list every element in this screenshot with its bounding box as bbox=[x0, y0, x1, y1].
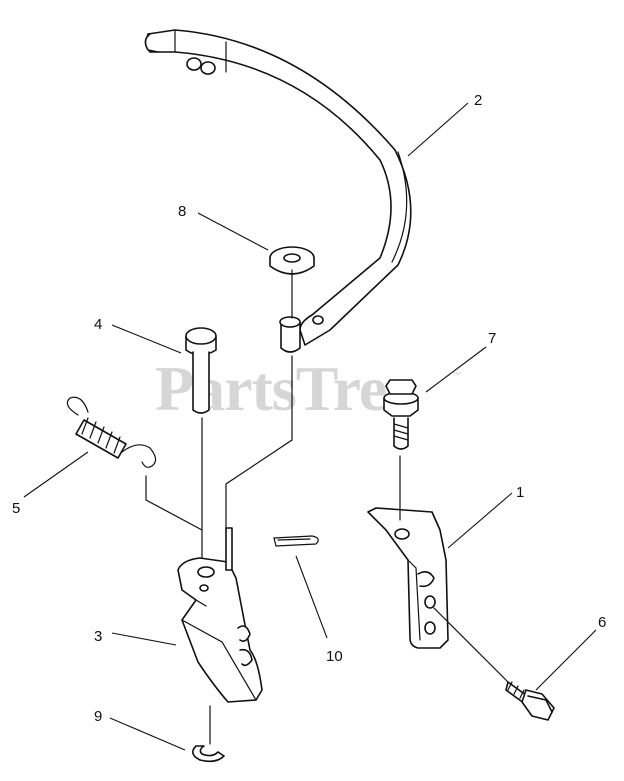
cotter-pin bbox=[273, 535, 319, 547]
hex-screw-upper bbox=[383, 379, 419, 450]
callout-6: 6 bbox=[598, 614, 606, 631]
callout-4: 4 bbox=[94, 316, 102, 333]
callout-labels: 1 2 3 4 5 6 7 8 9 10 bbox=[12, 92, 606, 725]
callout-3: 3 bbox=[94, 628, 102, 645]
callout-1: 1 bbox=[516, 484, 524, 501]
e-ring bbox=[192, 745, 225, 763]
clevis-pin bbox=[185, 327, 217, 414]
extension-spring bbox=[66, 396, 157, 468]
callout-8: 8 bbox=[178, 203, 186, 220]
brake-band bbox=[144, 29, 412, 346]
callout-9: 9 bbox=[94, 708, 102, 725]
callout-5: 5 bbox=[12, 500, 20, 517]
flat-washer bbox=[269, 246, 315, 275]
callout-7: 7 bbox=[488, 330, 496, 347]
callout-2: 2 bbox=[474, 92, 482, 109]
hex-screw-lower bbox=[505, 681, 555, 721]
brake-lever bbox=[177, 527, 263, 703]
leader-lines bbox=[23, 102, 597, 751]
assembly-lines bbox=[145, 269, 509, 745]
watermark-trademark: ™ bbox=[452, 370, 461, 380]
bracket bbox=[367, 507, 449, 649]
band-pin bbox=[279, 316, 301, 353]
callout-10: 10 bbox=[326, 648, 343, 665]
